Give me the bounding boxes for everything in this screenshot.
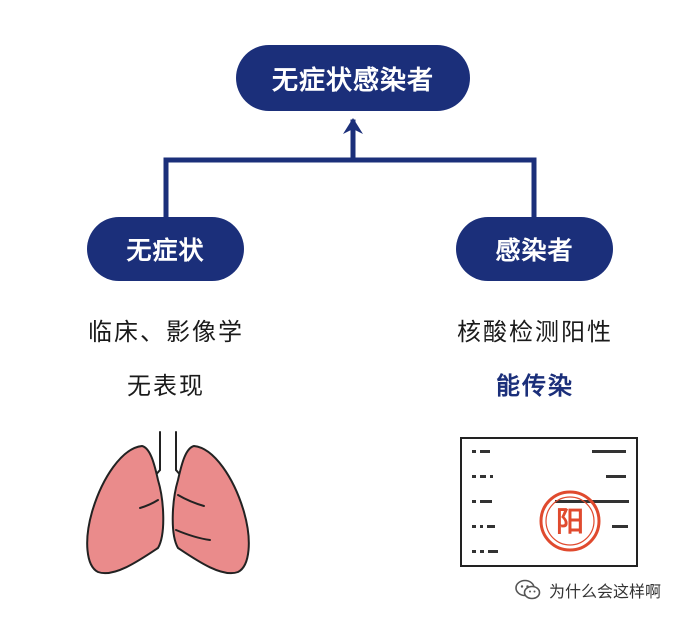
- right-node: 感染者: [456, 217, 613, 281]
- left-node-label: 无症状: [126, 236, 205, 265]
- top-node: 无症状感染者: [236, 45, 470, 111]
- left-desc-line2: 无表现: [127, 372, 205, 400]
- watermark-text: 为什么会这样啊: [549, 582, 662, 601]
- arrow-up-icon: [343, 118, 363, 134]
- right-node-label: 感染者: [495, 236, 574, 265]
- left-node: 无症状: [87, 217, 244, 281]
- right-desc-line2: 能传染: [496, 372, 574, 400]
- stamp: 阳: [539, 490, 601, 552]
- watermark: 为什么会这样啊: [515, 576, 661, 604]
- stamp-text: 阳: [556, 505, 584, 538]
- right-desc-line1: 核酸检测阳性: [457, 318, 613, 346]
- wechat-icon: [515, 579, 541, 600]
- left-desc-line1: 临床、影像学: [88, 318, 244, 346]
- top-node-label: 无症状感染者: [271, 65, 434, 96]
